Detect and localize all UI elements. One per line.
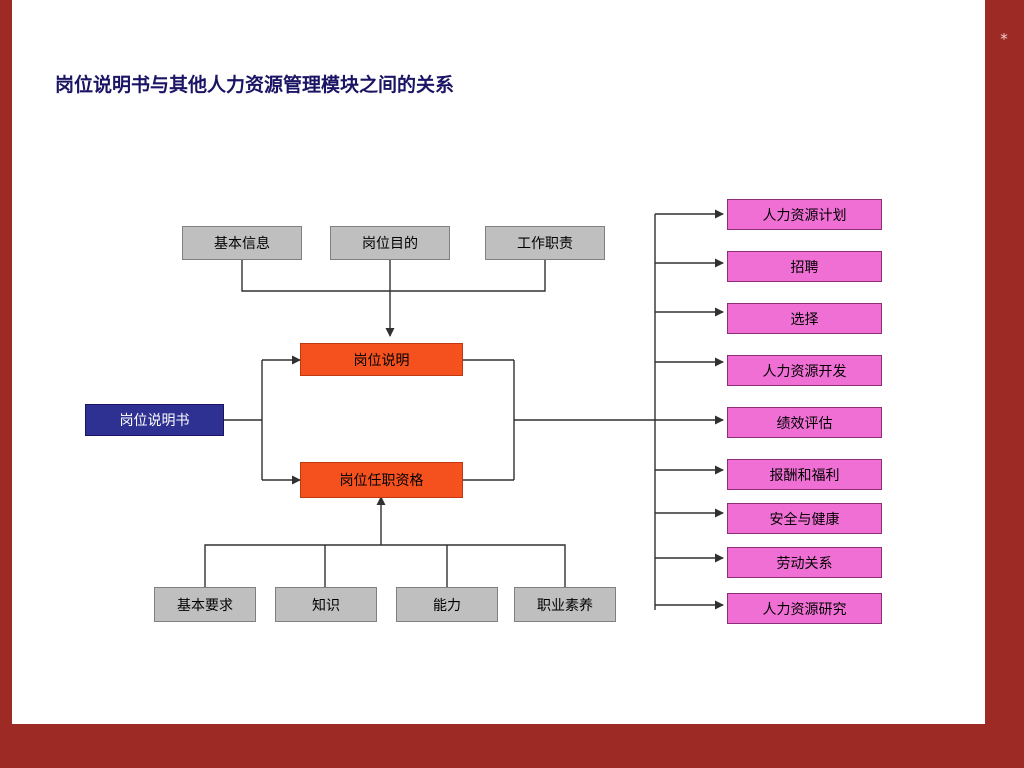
node-bottom-input-0[interactable]: 基本要求: [154, 587, 256, 622]
node-module-6[interactable]: 安全与健康: [727, 503, 882, 534]
node-module-0[interactable]: 人力资源计划: [727, 199, 882, 230]
slide-frame-left: [0, 0, 12, 768]
node-module-8[interactable]: 人力资源研究: [727, 593, 882, 624]
node-module-2[interactable]: 选择: [727, 303, 882, 334]
node-top-input-0[interactable]: 基本信息: [182, 226, 302, 260]
node-center-0[interactable]: 岗位说明: [300, 343, 463, 376]
node-module-1[interactable]: 招聘: [727, 251, 882, 282]
node-root[interactable]: 岗位说明书: [85, 404, 224, 436]
node-bottom-input-2[interactable]: 能力: [396, 587, 498, 622]
node-top-input-2[interactable]: 工作职责: [485, 226, 605, 260]
page-title: 岗位说明书与其他人力资源管理模块之间的关系: [55, 74, 455, 96]
asterisk-marker: *: [1000, 30, 1008, 48]
slide-frame-right: [985, 0, 1024, 768]
node-module-7[interactable]: 劳动关系: [727, 547, 882, 578]
slide-frame-bottom: [0, 724, 1024, 768]
node-module-3[interactable]: 人力资源开发: [727, 355, 882, 386]
node-top-input-1[interactable]: 岗位目的: [330, 226, 450, 260]
node-module-4[interactable]: 绩效评估: [727, 407, 882, 438]
node-module-5[interactable]: 报酬和福利: [727, 459, 882, 490]
node-center-1[interactable]: 岗位任职资格: [300, 462, 463, 498]
node-bottom-input-3[interactable]: 职业素养: [514, 587, 616, 622]
node-bottom-input-1[interactable]: 知识: [275, 587, 377, 622]
